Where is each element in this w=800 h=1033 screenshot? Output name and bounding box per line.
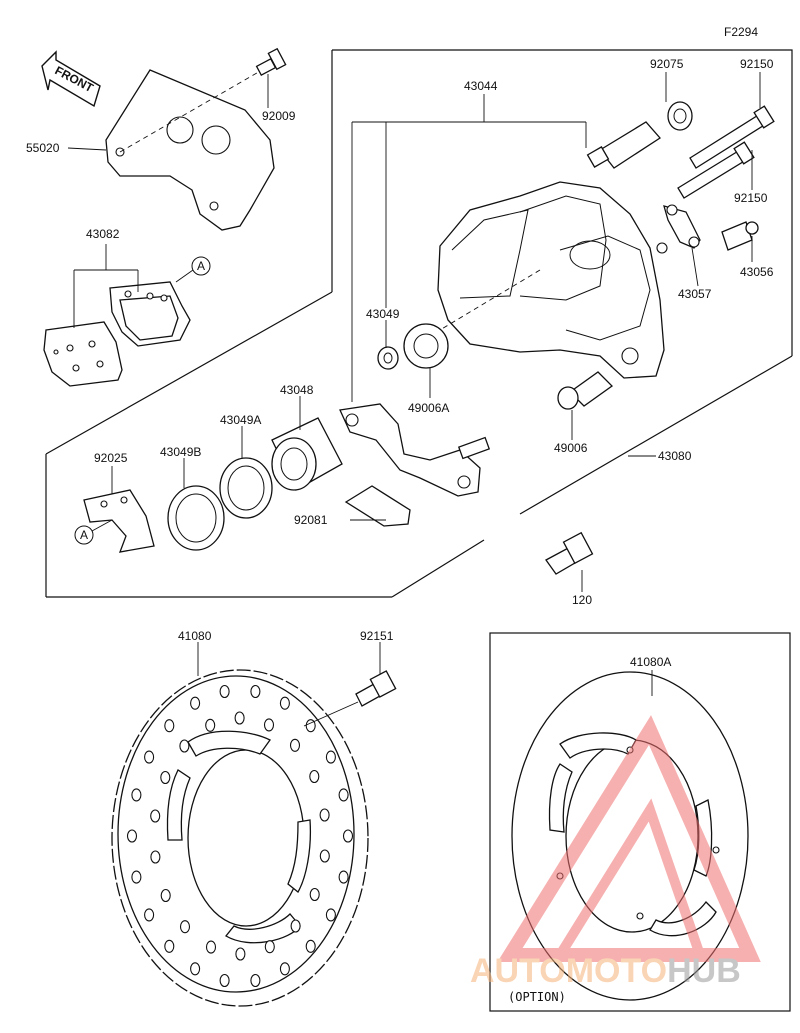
pins-92150 (677, 105, 775, 199)
label-43049: 43049 (366, 307, 400, 321)
boot-92075 (667, 101, 693, 131)
caliper-body-43044 (437, 181, 668, 379)
option-label: (OPTION) (508, 990, 566, 1004)
bolt-120 (545, 531, 594, 575)
disc-vent-hole (150, 850, 161, 864)
label-41080A: 41080A (630, 655, 671, 669)
clip-43057 (663, 204, 701, 249)
boot-49006A (403, 323, 449, 369)
svg-text:A: A (80, 528, 88, 542)
disc-vent-hole (338, 788, 349, 802)
disc-vent-hole (290, 919, 301, 933)
label-43049A: 43049A (220, 413, 261, 427)
disc-vent-hole (160, 888, 171, 903)
disc-vent-hole (205, 940, 217, 954)
disc-vent-hole (160, 770, 171, 785)
callout-a-pads: A (175, 256, 211, 283)
bracket-55020 (105, 69, 275, 231)
disc-vent-hole (179, 739, 190, 753)
disc-vent-hole (131, 870, 142, 884)
label-92081: 92081 (294, 513, 328, 527)
bolt-92009 (255, 47, 287, 77)
slide-pin (586, 121, 661, 169)
brake-disc-41080 (111, 669, 369, 1007)
label-41080: 41080 (178, 629, 212, 643)
caliper-assembly-frame (45, 49, 793, 598)
disc-vent-hole (325, 908, 336, 922)
spring-92025 (83, 489, 155, 553)
label-43048: 43048 (280, 383, 314, 397)
disc-vent-hole (219, 684, 230, 699)
label-92075: 92075 (650, 57, 684, 71)
piston-43048 (271, 417, 343, 491)
disc-vent-hole (235, 947, 246, 961)
disc-vent-hole (279, 696, 290, 710)
disc-vent-hole (279, 962, 290, 976)
label-43080: 43080 (658, 449, 692, 463)
option-box: (OPTION) (489, 632, 791, 1012)
disc-vent-hole (205, 718, 216, 732)
disc-vent-hole (126, 829, 138, 843)
disc-vent-hole (325, 750, 336, 764)
watermark-logo: AUTOMOTOHUB (470, 715, 761, 990)
label-55020: 55020 (26, 141, 60, 155)
disc-vent-hole (164, 719, 175, 733)
holder-43080 (339, 403, 491, 497)
label-92150-bottom: 92150 (734, 191, 768, 205)
disc-vent-hole (144, 750, 155, 764)
disc-vent-hole (131, 788, 142, 802)
bleeder-43056 (721, 221, 759, 251)
seal-43049 (377, 346, 399, 370)
label-92025: 92025 (94, 451, 128, 465)
bolt-92151 (355, 670, 397, 707)
disc-vent-hole (319, 808, 330, 822)
disc-vent-hole (179, 920, 191, 934)
seal-43049B (167, 485, 225, 551)
disc-vent-hole (263, 718, 275, 732)
label-120: 120 (572, 593, 592, 607)
disc-vent-hole (289, 738, 301, 752)
disc-vent-hole (250, 684, 261, 699)
disc-vent-hole (309, 769, 320, 784)
label-43057: 43057 (678, 287, 712, 301)
label-92009: 92009 (262, 109, 296, 123)
watermark-text: AUTOMOTOHUB (470, 952, 741, 990)
disc-41080-holes (126, 684, 354, 988)
svg-text:A: A (197, 259, 205, 273)
part-labels: 55020 92009 43082 43044 92075 92150 9215… (26, 57, 774, 669)
brake-pads-43082 (43, 281, 191, 387)
label-43056: 43056 (740, 265, 774, 279)
seal-43049A (219, 457, 273, 519)
callout-a-spring: A (74, 519, 113, 545)
label-49006: 49006 (554, 441, 588, 455)
front-arrow: FRONT (41, 50, 101, 108)
bolt-49006 (557, 371, 614, 410)
disc-vent-hole (305, 939, 316, 953)
label-43082: 43082 (86, 227, 120, 241)
disc-vent-hole (164, 939, 175, 953)
label-43049B: 43049B (160, 445, 201, 459)
disc-vent-hole (190, 962, 201, 976)
leader-lines (67, 72, 761, 727)
disc-vent-hole (342, 829, 354, 843)
disc-vent-hole (319, 849, 330, 863)
disc-vent-hole (219, 973, 230, 988)
disc-vent-hole (309, 887, 320, 902)
disc-vent-hole (144, 908, 155, 922)
disc-vent-hole (190, 696, 201, 710)
disc-vent-hole (338, 870, 349, 884)
shim-92081 (344, 485, 411, 527)
disc-vent-hole (150, 809, 161, 823)
disc-vent-hole (234, 711, 245, 725)
label-92151: 92151 (360, 629, 394, 643)
disc-vent-hole (250, 973, 261, 988)
figure-code: F2294 (724, 25, 758, 39)
label-49006A: 49006A (408, 401, 449, 415)
label-43044: 43044 (464, 79, 498, 93)
disc-vent-hole (305, 719, 316, 733)
label-92150-top: 92150 (740, 57, 774, 71)
disc-vent-hole (264, 940, 275, 954)
